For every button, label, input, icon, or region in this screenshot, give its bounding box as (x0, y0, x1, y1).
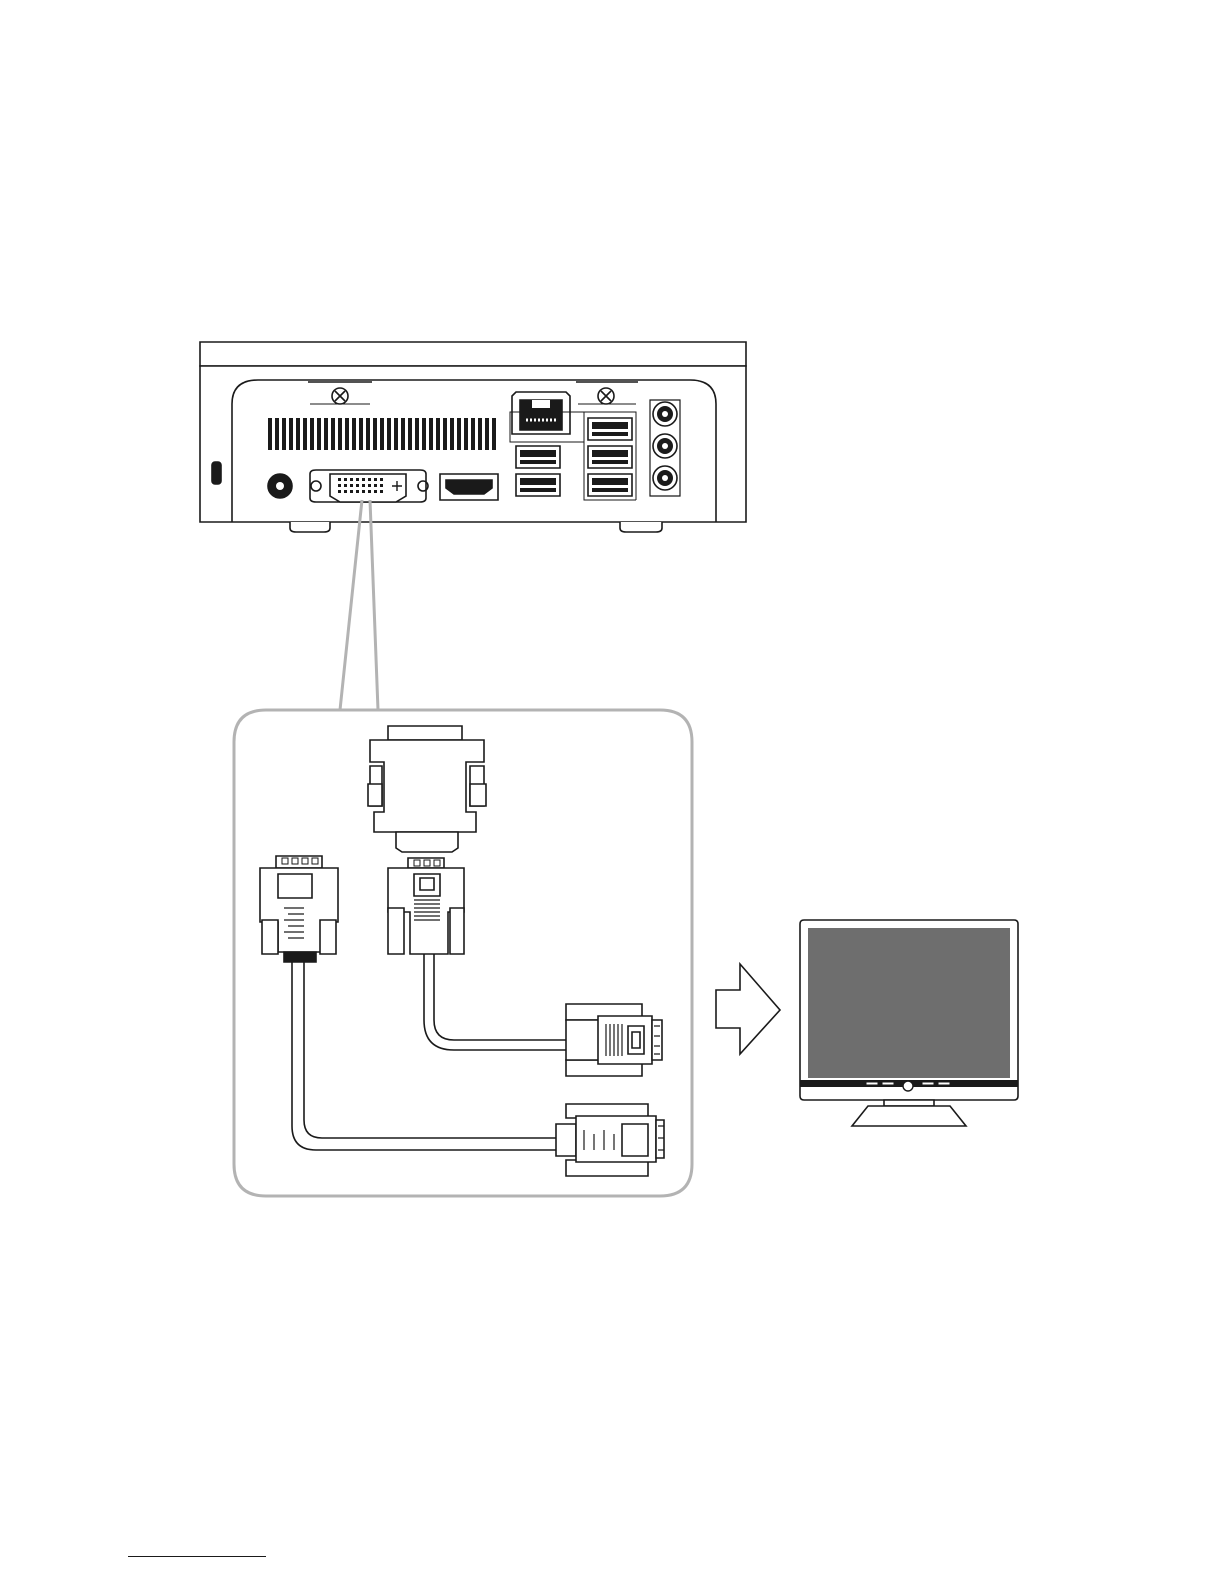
dvi-pin (350, 478, 353, 481)
vent-slot (338, 418, 342, 450)
vent-slot (450, 418, 454, 450)
ethernet-port (512, 392, 570, 434)
dvi-pin (344, 490, 347, 493)
vent-slot (485, 418, 489, 450)
dvi-pin (350, 490, 353, 493)
audio-jack-icon (653, 434, 677, 458)
usb-port (516, 474, 560, 496)
dvi-pin (356, 478, 359, 481)
vent-slot (429, 418, 433, 450)
vent-slot (345, 418, 349, 450)
audio-jacks (650, 400, 680, 496)
vent-slot (415, 418, 419, 450)
monitor-screen (808, 928, 1010, 1078)
dvi-pin (338, 484, 341, 487)
cables (292, 954, 566, 1150)
vent-slot (387, 418, 391, 450)
dvi-pin (338, 490, 341, 493)
vent-slot (317, 418, 321, 450)
dvi-pin (344, 484, 347, 487)
vent-slot (422, 418, 426, 450)
dvi-connector (556, 1104, 664, 1176)
dvi-pin (362, 490, 365, 493)
hdmi-port (440, 474, 498, 500)
dvi-pin (368, 490, 371, 493)
vent-slot (324, 418, 328, 450)
vga-connector (566, 1002, 662, 1078)
callout-frame (234, 500, 692, 1196)
vent-slot (492, 418, 496, 450)
vent-slot (268, 418, 272, 450)
vent-slot (303, 418, 307, 450)
vent-slot (331, 418, 335, 450)
dvi-pin (350, 484, 353, 487)
dvi-pin (362, 484, 365, 487)
audio-jack-icon (653, 466, 677, 490)
dvi-pin (344, 478, 347, 481)
dvi-pin (356, 484, 359, 487)
vent-slot (464, 418, 468, 450)
vent-slot (471, 418, 475, 450)
dvi-pin (374, 484, 377, 487)
dvi-pin (380, 490, 383, 493)
vent-slot (380, 418, 384, 450)
lock-slot-icon (212, 462, 221, 484)
dvi-pin (374, 490, 377, 493)
vent-slot (296, 418, 300, 450)
dvi-port (310, 470, 428, 502)
dvi-to-vga-adapter (368, 726, 486, 852)
vga-plug (388, 858, 464, 954)
usb-port (588, 446, 632, 468)
vent-slot (366, 418, 370, 450)
vent-slot (436, 418, 440, 450)
dvi-pin (368, 484, 371, 487)
vent-slot (289, 418, 293, 450)
vent-slot (457, 418, 461, 450)
monitor (800, 920, 1018, 1126)
dvi-pin (380, 478, 383, 481)
footnote-rule (128, 1556, 266, 1557)
vent-slot (352, 418, 356, 450)
dvi-pin (380, 484, 383, 487)
vent-slot (443, 418, 447, 450)
vent-slot (310, 418, 314, 450)
vent-slot (401, 418, 405, 450)
vent-slot (394, 418, 398, 450)
vent-slot (373, 418, 377, 450)
dvi-pin (362, 478, 365, 481)
usb-port (516, 446, 560, 468)
power-jack-icon (268, 474, 292, 498)
vent-slot (282, 418, 286, 450)
dvi-plug (260, 856, 338, 962)
vent-slot (359, 418, 363, 450)
usb-port (588, 474, 632, 496)
dvi-pin (338, 478, 341, 481)
audio-jack-icon (653, 402, 677, 426)
usb-port (588, 418, 632, 440)
dvi-pin (368, 478, 371, 481)
dvi-pin (374, 478, 377, 481)
mini-pc-rear-panel (200, 342, 746, 532)
vent-slot (478, 418, 482, 450)
direction-arrow (716, 964, 780, 1054)
dvi-pin (356, 490, 359, 493)
vent-slot (408, 418, 412, 450)
vent-slot (275, 418, 279, 450)
